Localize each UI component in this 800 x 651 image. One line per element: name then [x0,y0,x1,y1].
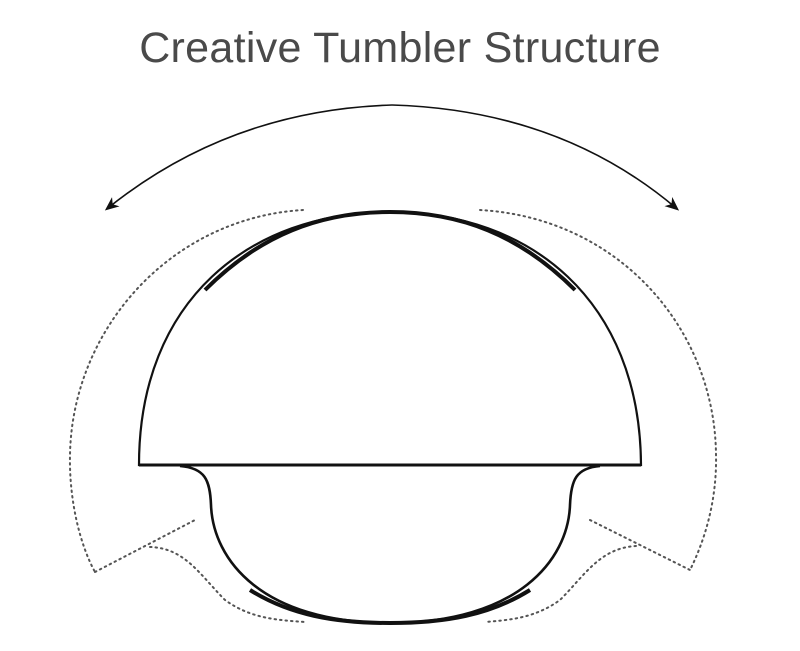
tumbler-base-bowl [179,464,601,625]
dotted-outline-right-arc [479,209,718,571]
dotted-outline-right-lower [589,519,691,571]
dotted-outline-left-arc [68,209,304,573]
dotted-outline-left-lower [94,519,196,573]
swing-arrow-right [391,104,680,211]
swing-arrow [104,104,393,211]
tumbler-dome [137,210,643,467]
diagram-title: Creative Tumbler Structure [139,24,661,72]
tumbler-base-bottom-edge [248,588,532,626]
tumbler-dome-top-edge [203,209,577,292]
dotted-outline-left-base [149,546,306,623]
dotted-outline-right-base [484,545,637,623]
